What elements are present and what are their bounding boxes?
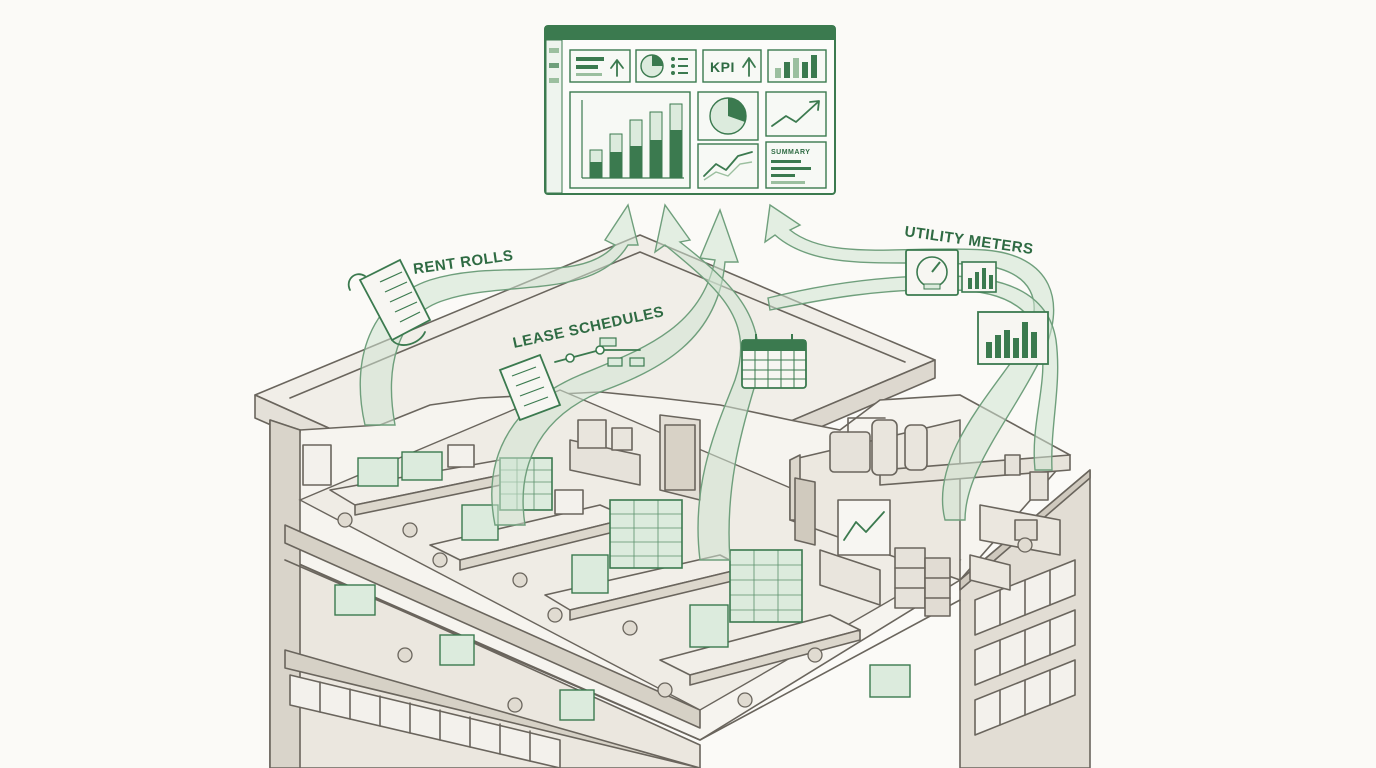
tile-stacked-bar-chart — [569, 91, 691, 189]
right-facade-windows — [974, 559, 1076, 736]
wall-chart-frame — [837, 499, 891, 556]
flow-ribbon-central — [653, 203, 760, 561]
timeline-org-icon — [554, 337, 645, 367]
tile-summary: SUMMARY — [765, 141, 827, 189]
top-floor-shelving — [569, 419, 641, 486]
utility-bar-chart-large-icon — [977, 311, 1049, 365]
side-office — [969, 504, 1061, 591]
manager-room — [819, 499, 951, 617]
utility-bar-chart-small-icon — [961, 261, 997, 293]
tile-mini-bars — [767, 49, 827, 83]
workstation-cluster-top — [329, 444, 1033, 721]
kpi-label: KPI — [710, 59, 735, 75]
tile-pie-chart — [697, 91, 759, 141]
tile-kpi: KPI — [702, 49, 762, 83]
tile-pie-legend — [635, 49, 697, 83]
summary-label: SUMMARY — [771, 149, 810, 156]
calendar-icon — [741, 334, 807, 389]
office-chairs — [337, 512, 1033, 713]
rent-roll-scroll-icon — [347, 258, 432, 346]
left-facade-windows — [289, 444, 561, 768]
tile-bars-up-arrow — [569, 49, 631, 83]
tile-line-up — [765, 91, 827, 137]
dashboard-panel: KPI — [544, 25, 836, 195]
tile-line-chart — [697, 143, 759, 189]
mechanical-equipment — [829, 417, 1049, 501]
lease-schedule-document-icon — [498, 353, 562, 422]
utility-meter-gauge-icon — [905, 249, 959, 296]
